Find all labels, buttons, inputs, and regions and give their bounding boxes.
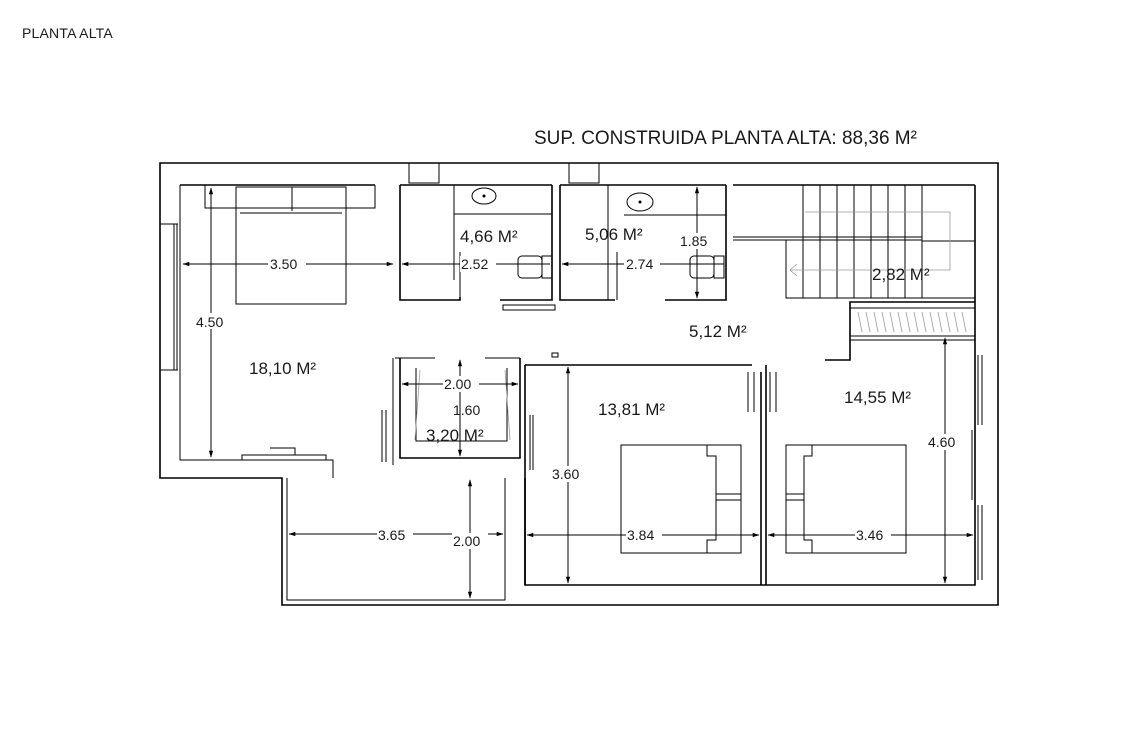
area-bedroom-3: 14,55 M² <box>844 388 911 407</box>
area-bathroom-1: 4,66 M² <box>460 227 518 246</box>
dim-bedroom3-depth: 4.60 <box>928 434 955 450</box>
dim-bedroom2-width: 3.84 <box>627 527 654 543</box>
window-right <box>971 355 983 580</box>
window-left <box>160 223 178 371</box>
dim-bath2-width: 2.74 <box>626 256 653 272</box>
master-bedroom <box>204 185 376 460</box>
area-master-bedroom: 18,10 M² <box>249 359 316 378</box>
dimension-labels: 3.50 4.50 2.52 2.74 1.85 2.00 1.60 3.60 … <box>194 233 963 549</box>
dim-dressing-depth: 1.60 <box>453 402 480 418</box>
area-bathroom-2: 5,06 M² <box>585 225 643 244</box>
dim-bedroom3-width: 3.46 <box>856 527 883 543</box>
bedroom-2 <box>524 352 762 585</box>
built-surface-label: SUP. CONSTRUIDA PLANTA ALTA: 88,36 M² <box>534 128 917 149</box>
area-staircase: 2,82 M² <box>872 265 930 284</box>
dressing-room <box>381 357 521 465</box>
dim-master-depth: 4.50 <box>196 314 223 330</box>
dim-terrace-width: 3.65 <box>378 527 405 543</box>
bathroom-1 <box>399 185 556 311</box>
hallway <box>825 301 975 361</box>
area-labels: 18,10 M² 4,66 M² 5,06 M² 2,82 M² 5,12 M²… <box>249 225 930 445</box>
dim-bath2-depth: 1.85 <box>680 233 707 249</box>
bedroom-3 <box>765 365 907 585</box>
dim-dressing-width: 2.00 <box>444 376 471 392</box>
dim-bedroom2-depth: 3.60 <box>552 466 579 482</box>
area-dressing-room: 3,20 M² <box>426 426 484 445</box>
staircase <box>733 185 975 299</box>
dim-terrace-depth: 2.00 <box>453 533 480 549</box>
dim-master-width: 3.50 <box>270 256 297 272</box>
dim-bath1-width: 2.52 <box>461 256 488 272</box>
bathroom-2 <box>559 185 727 301</box>
area-hallway: 5,12 M² <box>689 322 747 341</box>
top-vents <box>408 162 600 184</box>
page-title: PLANTA ALTA <box>22 25 113 41</box>
area-bedroom-2: 13,81 M² <box>598 400 665 419</box>
